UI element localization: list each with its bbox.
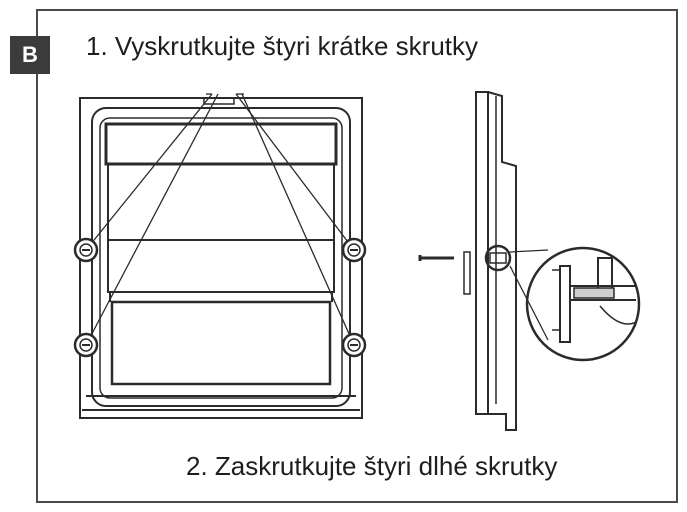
screw-icon	[341, 332, 367, 358]
door-side-view	[418, 91, 549, 431]
instruction-frame	[36, 9, 678, 503]
step-2-caption: 2. Zaskrutkujte štyri dlhé skrutky	[186, 451, 558, 481]
step-badge: B	[10, 36, 50, 74]
step-badge-label: B	[22, 42, 38, 67]
screw-icon	[341, 237, 367, 263]
screw-icon	[73, 237, 99, 263]
magnified-detail	[525, 246, 641, 362]
door-front-view	[79, 97, 363, 419]
callout-lines	[85, 93, 355, 346]
step-1-caption: 1. Vyskrutkujte štyri krátke skrutky	[86, 31, 479, 61]
screw-icon	[73, 332, 99, 358]
